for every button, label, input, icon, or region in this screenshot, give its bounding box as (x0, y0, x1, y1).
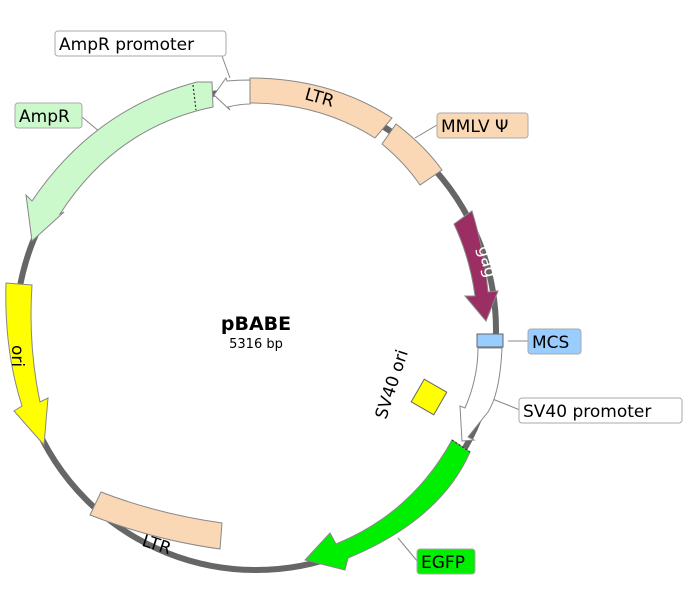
sv40-ori-text: SV40 ori (372, 347, 413, 421)
label-sv40-promoter: SV40 promoter (518, 397, 683, 424)
ampr-promoter-boundary (192, 84, 197, 111)
ori-text: ori (7, 345, 27, 367)
plasmid-size: 5316 bp (229, 337, 283, 352)
label-ampr-promoter: AmpR promoter (54, 30, 227, 57)
svg-text:MMLV Ψ: MMLV Ψ (441, 117, 508, 137)
label-mmlv-psi: MMLV Ψ (436, 112, 529, 139)
label-mcs: MCS (527, 328, 582, 355)
sv40-ori-feature (410, 378, 448, 416)
ltr-top-feature (249, 77, 393, 139)
leader-lines (81, 55, 528, 563)
label-egfp: EGFP (416, 548, 476, 575)
gag-feature (453, 210, 499, 322)
mcs-feature (476, 333, 504, 348)
egfp-feature (304, 439, 471, 571)
svg-text:MCS: MCS (532, 333, 569, 353)
svg-text:AmpR: AmpR (19, 107, 70, 127)
plasmid-name: pBABE (221, 313, 291, 335)
svg-text:SV40 promoter: SV40 promoter (523, 402, 651, 422)
sv40-promoter-feature (459, 347, 503, 442)
ori-feature (5, 282, 49, 447)
svg-text:EGFP: EGFP (421, 553, 465, 573)
svg-text:AmpR promoter: AmpR promoter (59, 35, 194, 55)
label-ampr: AmpR (14, 102, 83, 129)
ltr-bottom-feature (89, 491, 223, 550)
ampr-promoter-feature (213, 76, 251, 111)
mmlv-psi-feature (381, 123, 443, 186)
